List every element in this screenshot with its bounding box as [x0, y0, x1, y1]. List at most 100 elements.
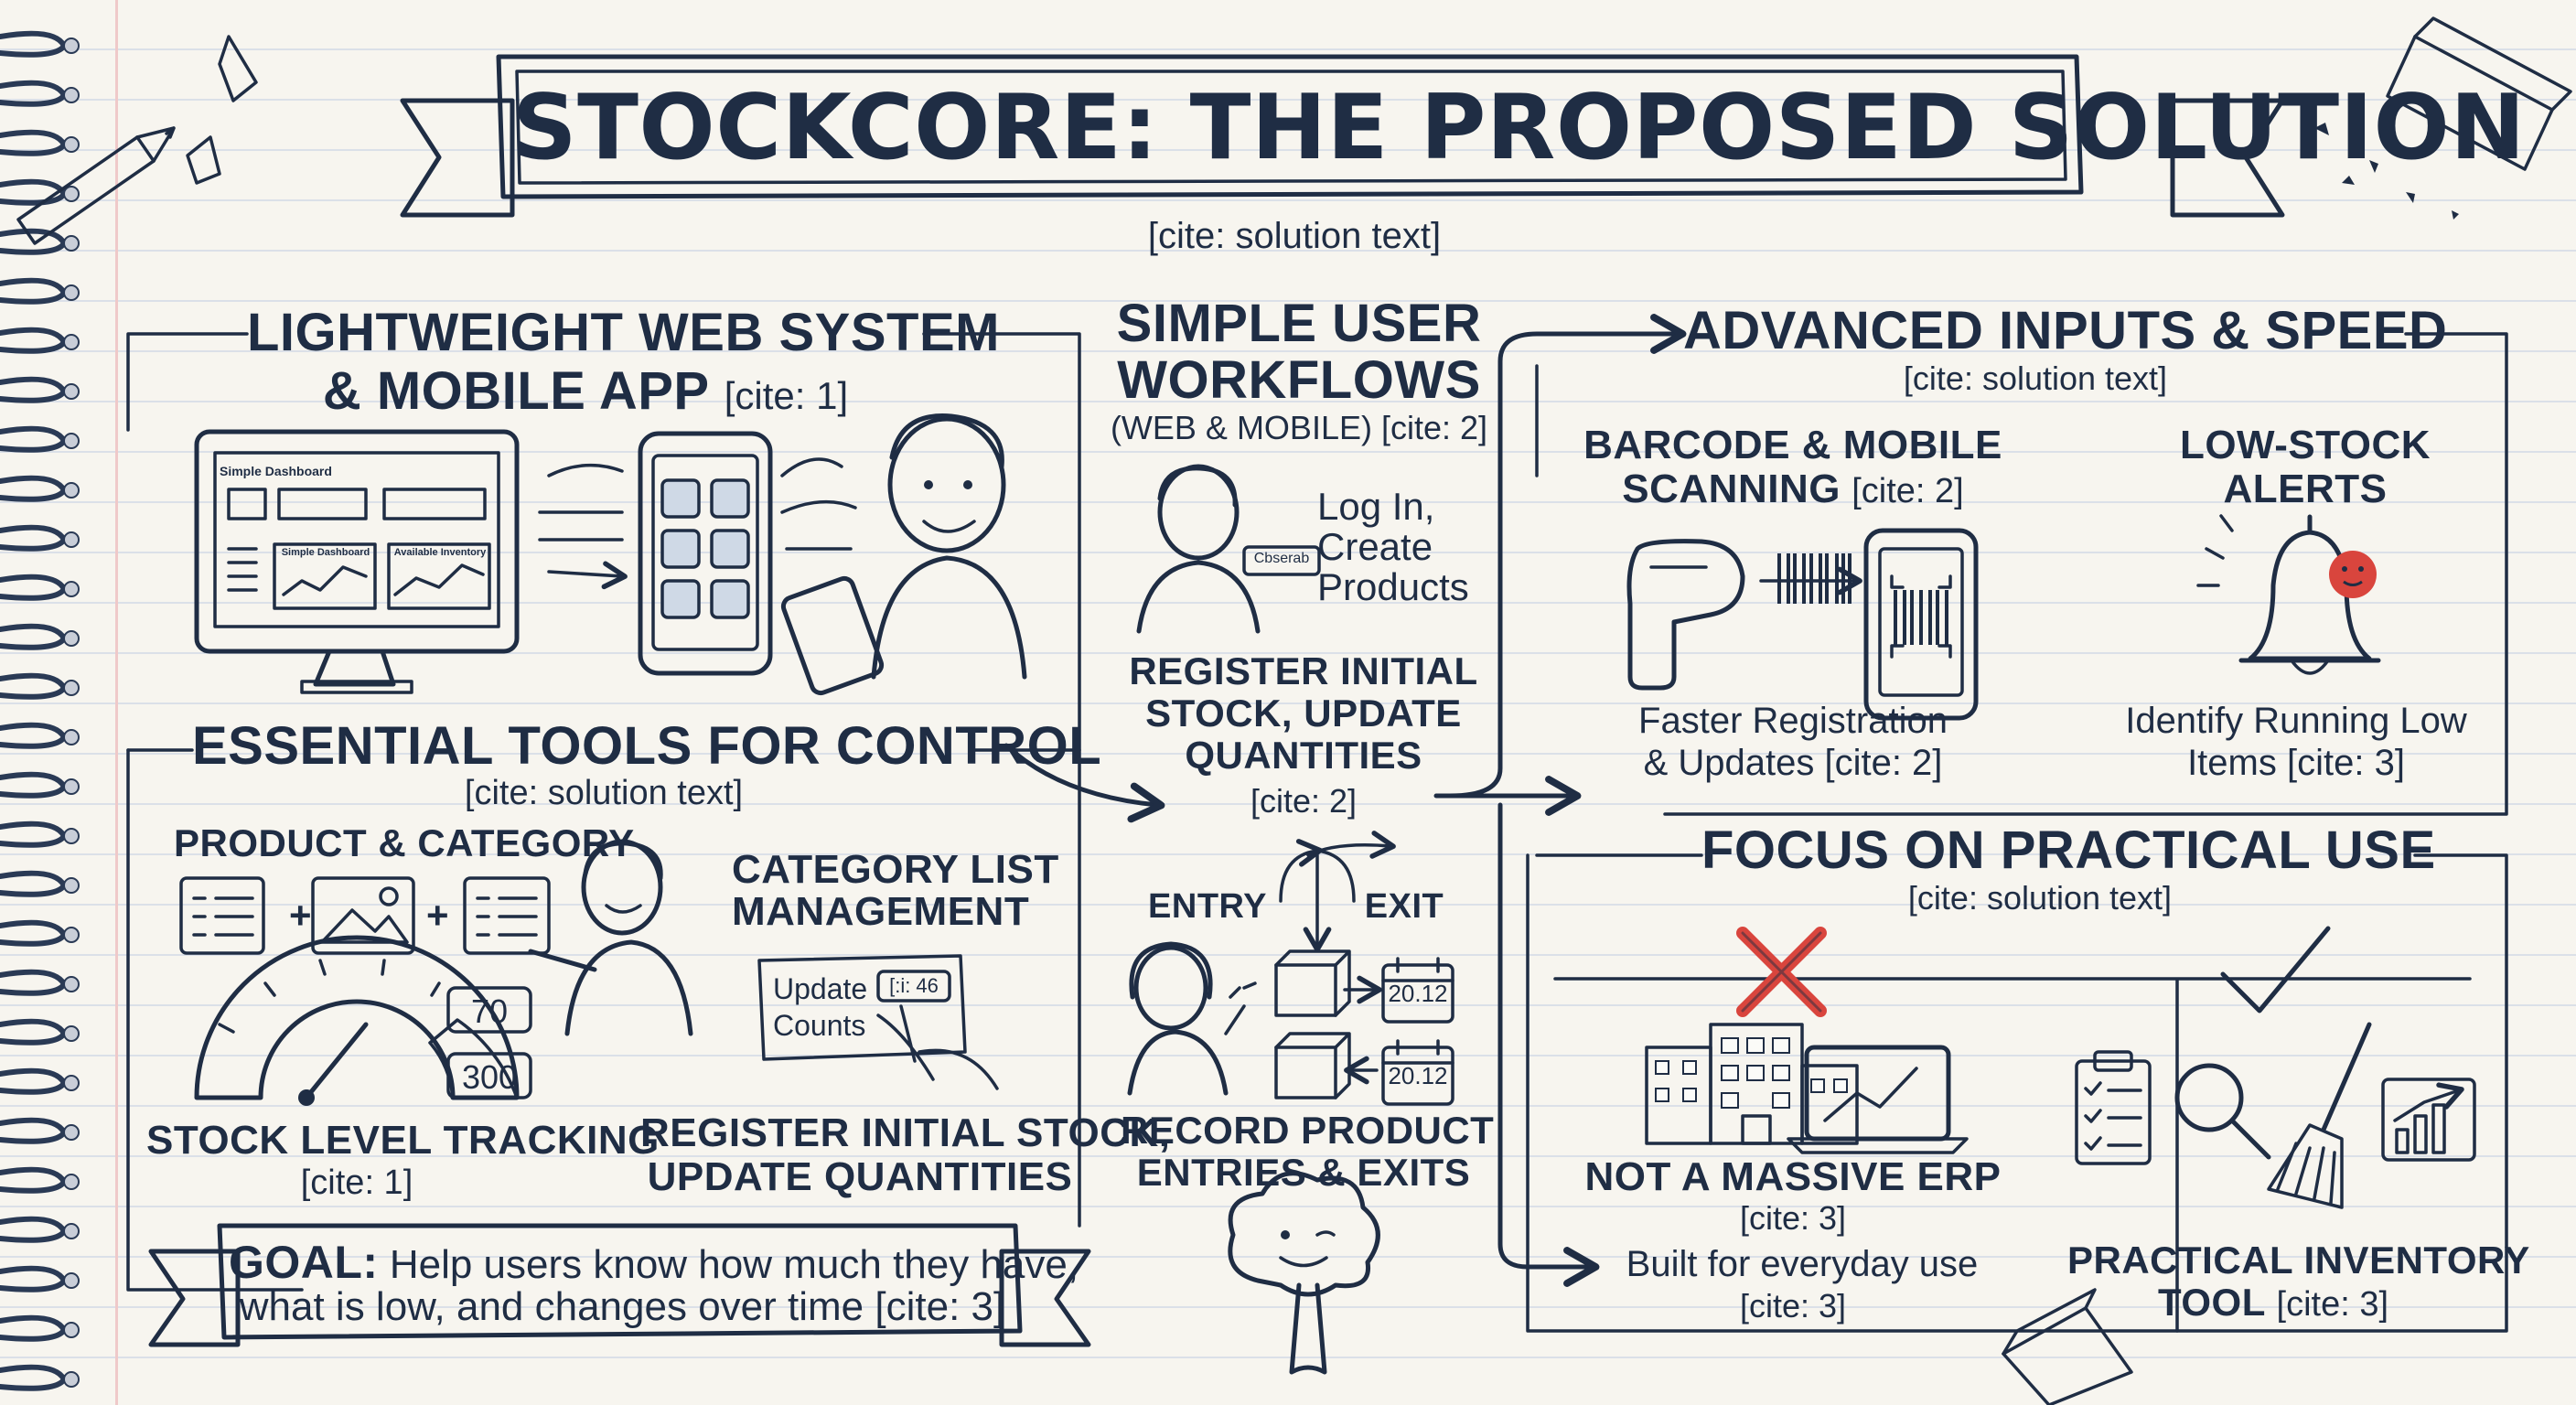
workflows-heading-line1: SIMPLE USER — [1116, 294, 1482, 353]
spiral-hole — [63, 235, 80, 252]
category-list-label-line1: CATEGORY LIST — [732, 847, 1059, 892]
spiral-hole — [63, 284, 80, 301]
stock-tracking-label: STOCK LEVEL TRACKING — [146, 1118, 660, 1163]
person-icon — [780, 413, 1027, 696]
spiral-ring — [0, 919, 68, 947]
spiral-ring — [0, 1067, 68, 1095]
goal-line2: what is low, and changes over time [cite… — [229, 1284, 1015, 1329]
magnifier-icon — [2174, 1063, 2271, 1160]
spiral-hole — [63, 87, 80, 103]
monitor-screen-title: Simple Dashboard — [220, 464, 332, 478]
spiral-hole — [63, 581, 80, 597]
monitor-panel-right: Available Inventory — [393, 547, 487, 558]
faster-line2: & Updates [cite: 2] — [1592, 743, 1994, 784]
spiral-ring — [0, 30, 68, 58]
faster-cite: [cite: 2] — [1824, 743, 1943, 783]
spiral-hole — [63, 136, 80, 153]
barcode-scanner-icon — [1626, 539, 1745, 691]
tool-line2: TOOL [cite: 3] — [2067, 1281, 2479, 1325]
gauge-value-bottom: 300 — [461, 1058, 518, 1096]
clipboard-icon — [2075, 1050, 2152, 1165]
tool-cite: [cite: 3] — [2276, 1285, 2389, 1324]
spiral-hole — [63, 1174, 80, 1190]
monitor-icon — [194, 429, 520, 694]
monitor-panel-left: Simple Dashboard — [281, 547, 370, 558]
spiral-hole — [63, 1124, 80, 1141]
note-card — [757, 954, 999, 1090]
check-mark-icon — [2220, 926, 2331, 1014]
identify-line2: Items [cite: 3] — [2095, 743, 2497, 784]
web-mobile-heading-line1: LIGHTWEIGHT WEB SYSTEM — [247, 303, 1000, 362]
chart-icon — [2381, 1078, 2476, 1162]
phone-icon — [638, 431, 773, 676]
calendar-date1: 20.12 — [1388, 980, 1448, 1007]
lowstock-line2: ALERTS — [2223, 467, 2388, 511]
svg-text:+: + — [426, 894, 449, 937]
web-mobile-heading-line2: & MOBILE APP [cite: 1] — [247, 361, 924, 422]
calendar-icon — [1381, 1039, 1454, 1106]
wf-register-line1: REGISTER INITIAL — [1129, 649, 1478, 692]
barcode-line2: SCANNING [cite: 2] — [1573, 467, 2012, 511]
page-title: STOCKCORE: THE PROPOSED SOLUTION — [512, 76, 2526, 180]
stock-tracking-cite: [cite: 1] — [300, 1164, 413, 1202]
record-line2: ENTRIES & EXITS — [1136, 1151, 1471, 1194]
eraser-icon — [2314, 16, 2572, 220]
spiral-ring — [0, 1265, 68, 1292]
workflows-heading-line2: WORKFLOWS — [1117, 350, 1481, 410]
spiral-hole — [63, 1223, 80, 1239]
note-field: [:i: 46 — [889, 974, 939, 997]
spiral-ring — [0, 771, 68, 799]
spiral-hole — [63, 334, 80, 350]
exit-label: EXIT — [1364, 887, 1444, 926]
tool-line2-text: TOOL — [2157, 1281, 2266, 1324]
svg-text:+: + — [289, 894, 312, 937]
advanced-heading: ADVANCED INPUTS & SPEED — [1683, 301, 2448, 360]
spiral-hole — [63, 1075, 80, 1091]
not-erp-label: NOT A MASSIVE ERP — [1584, 1154, 2002, 1199]
spiral-hole — [63, 531, 80, 548]
spiral-ring — [0, 1018, 68, 1046]
spiral-ring — [0, 277, 68, 305]
spiral-ring — [0, 1364, 68, 1391]
advanced-cite: [cite: solution text] — [1903, 359, 2168, 397]
spiral-ring — [0, 574, 68, 601]
person-icon — [1127, 941, 1257, 1096]
x-mark-icon — [1736, 927, 1827, 1017]
everyday-cite: [cite: 3] — [1739, 1287, 1847, 1325]
spiral-hole — [63, 1025, 80, 1042]
spiral-ring — [0, 1314, 68, 1342]
spiral-ring — [0, 425, 68, 453]
tool-line1: PRACTICAL INVENTORY — [2067, 1239, 2530, 1282]
login-line2: Create — [1317, 525, 1433, 568]
spiral-hole — [63, 877, 80, 894]
identify-cite: [cite: 3] — [2286, 743, 2405, 783]
practical-cite: [cite: solution text] — [1907, 879, 2173, 917]
spiral-ring — [0, 178, 68, 206]
spiral-ring — [0, 129, 68, 156]
spiral-hole — [63, 383, 80, 400]
login-line1: Log In, — [1317, 485, 1435, 528]
category-list-label-line2: MANAGEMENT — [732, 889, 1030, 934]
goal-label: GOAL: — [229, 1237, 379, 1288]
workflows-cite: [cite: 2] — [1380, 409, 1488, 446]
title-cite: [cite: solution text] — [1147, 216, 1442, 256]
bell-icon — [2196, 514, 2381, 675]
spiral-hole — [63, 976, 80, 992]
spiral-ring — [0, 80, 68, 107]
eraser-icon — [2002, 1288, 2133, 1405]
spiral-ring — [0, 969, 68, 996]
entry-label: ENTRY — [1148, 887, 1267, 926]
spiral-ring — [0, 327, 68, 354]
spiral-ring — [0, 820, 68, 848]
workflows-sub: (WEB & MOBILE) [cite: 2] — [1107, 409, 1491, 446]
broom-icon — [2267, 1022, 2372, 1209]
lowstock-line1: LOW-STOCK — [2179, 423, 2431, 467]
spiral-ring — [0, 524, 68, 552]
barcode-line2-text: SCANNING — [1622, 467, 1841, 511]
alert-icon — [2329, 551, 2377, 598]
spiral-ring — [0, 475, 68, 502]
id-card-text: Cbserab — [1253, 551, 1310, 566]
gauge-value-top: 70 — [470, 992, 509, 1030]
goal-line1: GOAL: Help users know how much they have… — [229, 1237, 1079, 1288]
